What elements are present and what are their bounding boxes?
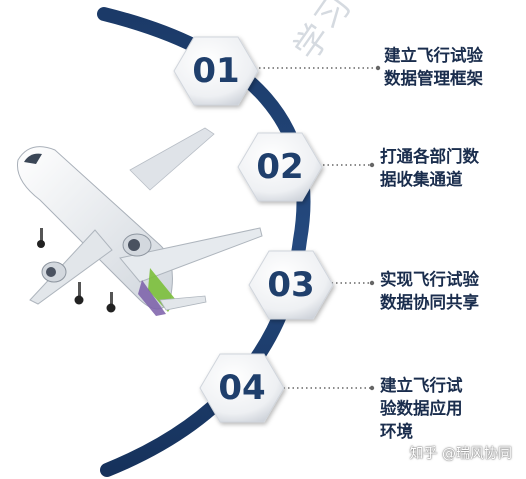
- step-4-line-3: 环境: [380, 422, 413, 441]
- step-3-line-2: 数据协同共享: [380, 293, 479, 312]
- step-1-number: 01: [192, 51, 240, 91]
- step-1-line-1: 建立飞行试验: [384, 46, 483, 65]
- step-4-hexagon: [199, 353, 285, 423]
- step-2-line-1: 打通各部门数: [380, 147, 479, 166]
- step-4-text: 建立飞行试 验数据应用 环境: [380, 374, 463, 443]
- step-3-line-1: 实现飞行试验: [380, 270, 479, 289]
- step-3-number: 03: [267, 265, 315, 305]
- step-3-text: 实现飞行试验 数据协同共享: [380, 268, 479, 314]
- step-4-line-2: 验数据应用: [380, 399, 463, 418]
- step-4-number: 04: [218, 368, 266, 408]
- step-4-line-1: 建立飞行试: [380, 376, 463, 395]
- step-2-text: 打通各部门数 据收集通道: [380, 145, 479, 191]
- step-2-line-2: 据收集通道: [380, 170, 463, 189]
- step-3-hexagon: [248, 250, 334, 320]
- step-1-hexagon: [173, 36, 259, 106]
- step-2-hexagon: [237, 132, 323, 202]
- airplane-illustration: [16, 127, 263, 316]
- step-2-number: 02: [256, 147, 304, 187]
- source-watermark: 知乎 @瑞风协同: [409, 446, 512, 462]
- step-1-text: 建立飞行试验 数据管理框架: [384, 44, 483, 90]
- step-1-line-2: 数据管理框架: [384, 69, 483, 88]
